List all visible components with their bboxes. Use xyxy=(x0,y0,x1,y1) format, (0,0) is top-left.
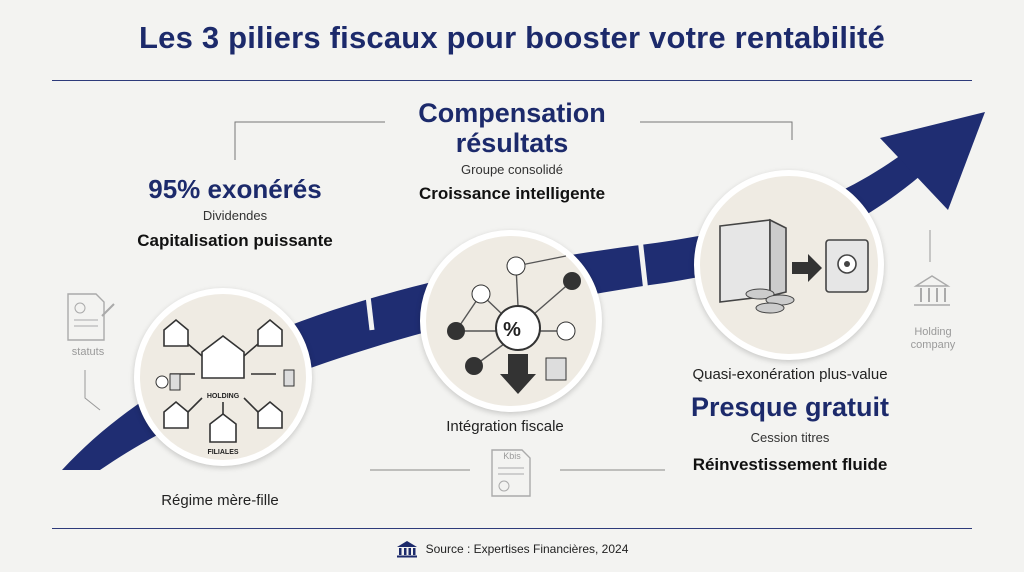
center-caption: Intégration fiscale xyxy=(446,418,564,435)
center-sub: Groupe consolidé xyxy=(461,162,563,177)
holding-company-label: Holding company xyxy=(898,326,968,352)
source-text: Source : Expertises Financières, 2024 xyxy=(425,542,629,556)
connector-right xyxy=(640,121,793,140)
arrow-gap-1 xyxy=(362,269,375,331)
bottom-divider xyxy=(52,528,972,529)
center-headline-line1: Compensation xyxy=(418,98,606,128)
holding-network-icon: HOLDING FILIALES xyxy=(155,318,295,456)
center-headline-line2: résultats xyxy=(455,128,569,158)
tax-network-icon: % xyxy=(447,255,581,394)
holding-company-label-line1: Holding xyxy=(914,326,952,338)
right-caption: Quasi-exonération plus-value xyxy=(692,366,888,383)
svg-text:%: % xyxy=(503,319,521,341)
holding-company-label-line2: company xyxy=(910,339,956,351)
bank-icon xyxy=(396,541,417,558)
plus-value-circle xyxy=(694,170,884,360)
center-tagline: Croissance intelligente xyxy=(418,184,606,203)
arrow-gap-2 xyxy=(637,237,649,293)
footer: Source : Expertises Financières, 2024 xyxy=(0,540,1024,558)
right-headline: Presque gratuit xyxy=(690,392,890,422)
left-headline: 95% exonérés xyxy=(148,174,322,204)
top-divider xyxy=(52,80,972,81)
left-caption: Régime mère-fille xyxy=(161,492,279,509)
left-sub: Dividendes xyxy=(202,208,268,223)
connector-statuts xyxy=(84,370,101,411)
statuts-document-icon xyxy=(67,293,115,341)
integration-circle: % xyxy=(420,230,602,412)
holding-company-icon xyxy=(913,275,951,306)
kbis-label: Kbis xyxy=(503,451,521,461)
statuts-label: statuts xyxy=(71,346,105,358)
arrow-head xyxy=(880,112,985,210)
holding-label: HOLDING xyxy=(207,393,240,400)
safe-transfer-icon xyxy=(719,218,869,314)
right-tagline: Réinvestissement fluide xyxy=(692,455,888,474)
right-sub: Cession titres xyxy=(750,430,830,445)
mere-fille-circle: HOLDING FILIALES xyxy=(134,288,312,466)
left-tagline: Capitalisation puissante xyxy=(137,231,333,250)
center-headline: Compensation résultats xyxy=(372,98,652,158)
filiales-label: FILIALES xyxy=(207,449,238,456)
page-title: Les 3 piliers fiscaux pour booster votre… xyxy=(139,20,885,55)
connector-left xyxy=(234,121,385,160)
kbis-document-icon xyxy=(491,449,531,497)
